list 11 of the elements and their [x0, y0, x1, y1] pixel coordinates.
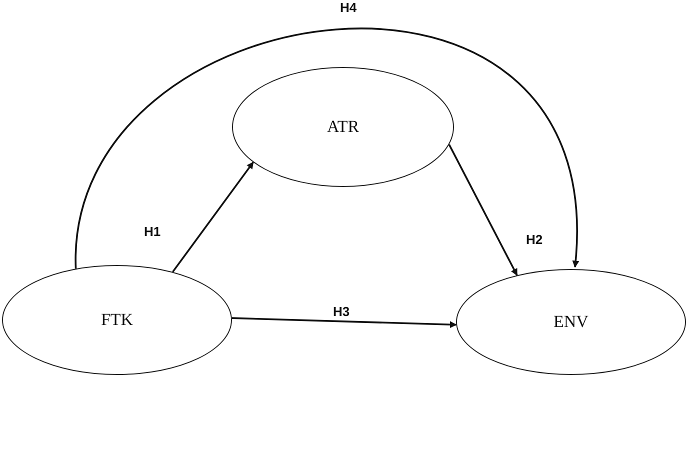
arrow [448, 144, 518, 276]
node-label: ENV [554, 312, 588, 332]
arrow [232, 317, 457, 328]
edge-label: H4 [338, 0, 359, 15]
edge-label: H3 [331, 304, 352, 319]
edge-label: H1 [142, 224, 163, 239]
node-label: FTK [100, 310, 134, 330]
arrow [172, 162, 254, 272]
edge-label: H2 [524, 232, 545, 247]
node-label: ATR [326, 117, 360, 137]
curved-arrow [74, 28, 578, 269]
